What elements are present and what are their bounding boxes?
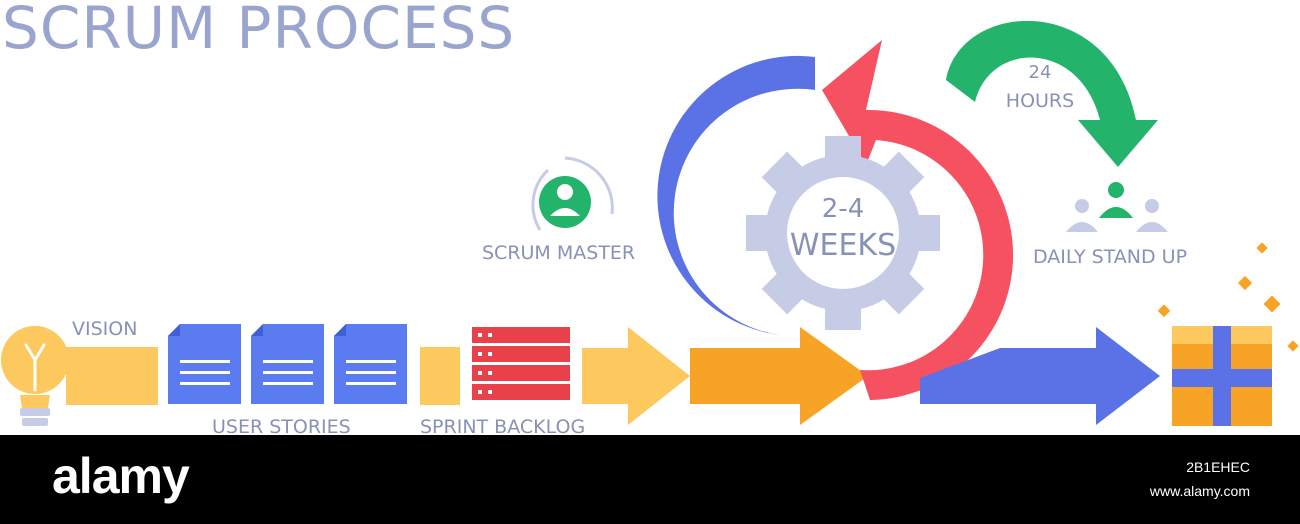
stock-image-id: 2B1EHEC: [1186, 459, 1250, 475]
arrow-right-icon: [920, 327, 1160, 425]
scrum-master-label: SCRUM MASTER: [482, 242, 636, 264]
user-icon: [531, 156, 614, 231]
vision-label: VISION: [72, 318, 138, 340]
watermark-footer: alamy 2B1EHEC www.alamy.com: [0, 435, 1300, 524]
standup-interval-unit: HOURS: [1005, 90, 1075, 112]
lightbulb-icon: [1, 326, 69, 426]
sprint-length-value: 2-4: [821, 194, 865, 224]
team-icon: [1066, 182, 1168, 232]
cycle-arrow-icon: [946, 20, 1158, 167]
cycle-arrow-icon: [657, 55, 815, 336]
stock-url: www.alamy.com: [1149, 483, 1250, 499]
vision-bar: [66, 347, 158, 405]
daily-stand-up-label: DAILY STAND UP: [1033, 246, 1188, 268]
user-stories-label: USER STORIES: [212, 416, 351, 438]
alamy-logo: alamy: [52, 448, 190, 504]
gear-icon: [746, 136, 940, 330]
page-title: SCRUM PROCESS: [2, 0, 516, 62]
arrow-right-icon: [582, 327, 690, 425]
arrow-right-icon: [690, 327, 868, 425]
document-icon: [168, 324, 241, 404]
diagram-graphics: [1, 20, 1299, 426]
backlog-list-icon: [472, 327, 570, 400]
sprint-length-unit: WEEKS: [789, 228, 897, 263]
backlog-connector-bar: [420, 347, 460, 405]
gift-box-icon: [1157, 242, 1299, 426]
document-icon: [251, 324, 324, 404]
sprint-backlog-label: SPRINT BACKLOG: [420, 416, 586, 438]
standup-interval-value: 24: [1028, 62, 1052, 83]
cycle-arrow-icon: [822, 40, 1014, 400]
document-icon: [334, 324, 407, 404]
scrum-diagram: SCRUM PROCESS: [1, 0, 1299, 438]
